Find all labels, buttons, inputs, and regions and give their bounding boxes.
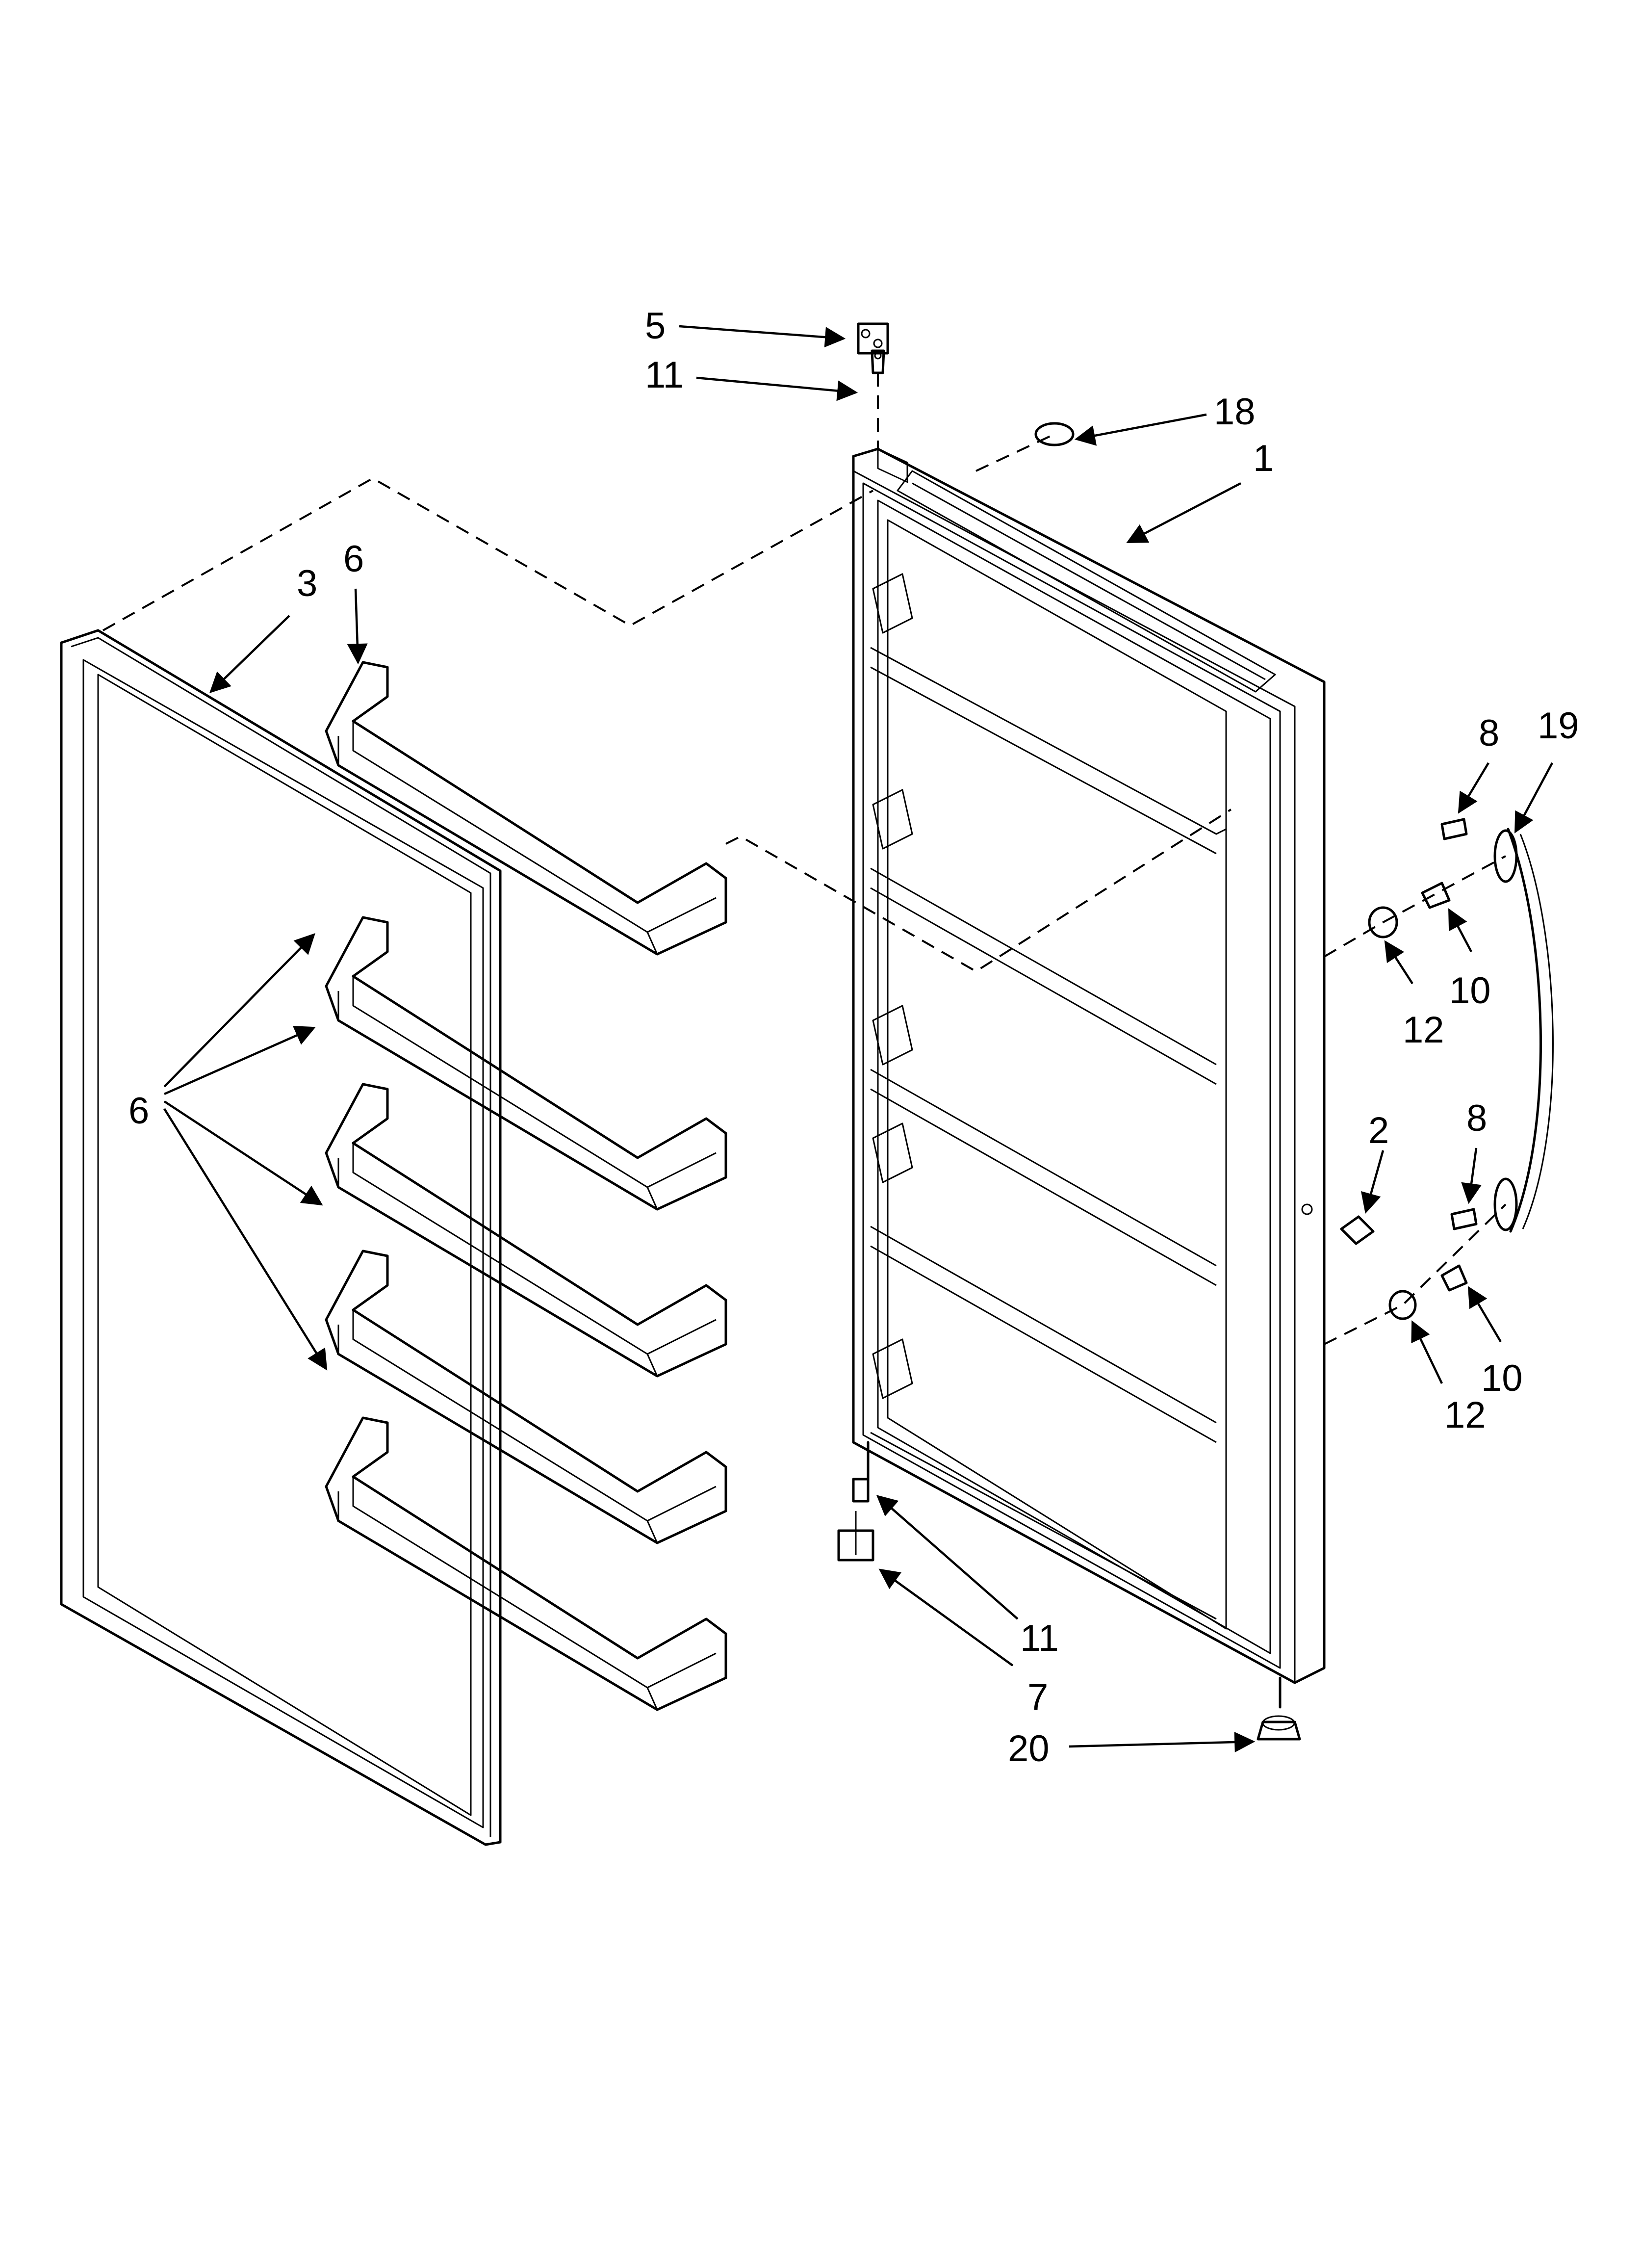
callout-11-bottom: 11 (1020, 1617, 1059, 1659)
handle-spacers (1368, 906, 1417, 1320)
door-plug-button (1301, 1203, 1375, 1245)
callout-8-lower: 8 (1466, 1097, 1487, 1139)
callout-6-group: 6 (128, 1090, 149, 1132)
handle-screws (1440, 818, 1478, 1230)
top-hinge (857, 322, 889, 355)
leveling-foot (1257, 1715, 1301, 1741)
door-shelf-bins (325, 661, 727, 1711)
bottom-hinge (837, 1511, 874, 1562)
callout-12-upper: 12 (1403, 1009, 1444, 1051)
door-gasket (60, 629, 502, 1846)
handle (1493, 828, 1554, 1233)
callout-11-top: 11 (645, 354, 684, 396)
callout-20: 20 (1008, 1728, 1050, 1770)
callout-7: 7 (1027, 1676, 1048, 1718)
door-bin (325, 1416, 727, 1711)
assembly-guide-lines (103, 373, 1507, 1345)
door-bin (325, 916, 727, 1211)
handle-plug (1034, 422, 1075, 446)
callout-3: 3 (297, 563, 317, 604)
callout-12-lower: 12 (1444, 1394, 1486, 1436)
handle-mounting-bolts (1421, 882, 1468, 1292)
callout-5: 5 (645, 305, 666, 347)
callout-18: 18 (1214, 391, 1256, 433)
door-bin (325, 1250, 727, 1544)
hinge-pin-top (871, 349, 885, 374)
callout-2: 2 (1368, 1110, 1389, 1151)
callout-8-upper: 8 (1479, 712, 1499, 754)
door-bin (325, 661, 727, 956)
callout-6-top: 6 (343, 538, 364, 580)
bottom-hinge-pin (852, 1478, 870, 1503)
callout-10-lower: 10 (1481, 1357, 1523, 1399)
callout-1: 1 (1253, 438, 1274, 479)
leader-arrows (163, 325, 1553, 1753)
door-bin (325, 1083, 727, 1378)
callout-10-upper: 10 (1449, 970, 1491, 1012)
door-assembly (852, 447, 1326, 1709)
callout-labels: 1 2 3 5 6 6 7 8 8 10 10 11 11 12 12 18 1… (128, 305, 1579, 1770)
callout-19: 19 (1538, 705, 1579, 747)
